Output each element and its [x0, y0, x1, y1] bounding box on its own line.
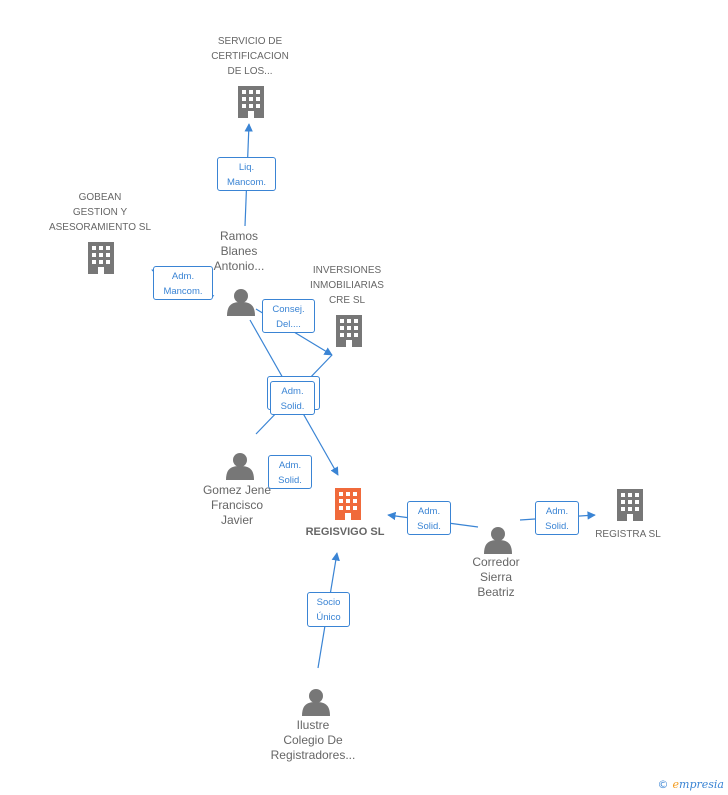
relation-adm-solid-stacked[interactable]: Adm. Solid. — [270, 381, 315, 415]
relation-socio-unico[interactable]: Socio Único — [307, 592, 350, 627]
node-label-ramos[interactable]: Ramos Blanes Antonio... — [213, 229, 265, 273]
empresia-watermark: ©empresia — [657, 778, 724, 791]
relation-adm-solid-corredor-regisvigo[interactable]: Adm. Solid. — [407, 501, 451, 535]
node-label-servicio[interactable]: SERVICIO DE CERTIFICACION DE LOS... — [211, 36, 289, 77]
building-icon[interactable] — [336, 315, 362, 347]
person-icon[interactable] — [226, 453, 254, 480]
node-label-corredor[interactable]: Corredor Sierra Beatriz — [472, 555, 520, 599]
node-label-registra[interactable]: REGISTRA SL — [595, 529, 661, 540]
building-icon[interactable] — [617, 489, 643, 521]
relation-adm-solid-corredor-registra[interactable]: Adm. Solid. — [535, 501, 579, 535]
node-label-regisvigo[interactable]: REGISVIGO SL — [305, 526, 385, 538]
building-icon[interactable] — [238, 86, 264, 118]
relation-liq-mancom[interactable]: Liq. Mancom. — [217, 157, 276, 191]
person-icon[interactable] — [227, 289, 255, 316]
relation-consej-del[interactable]: Consej. Del.... — [262, 299, 315, 333]
node-label-gobean[interactable]: GOBEAN GESTION Y ASESORAMIENTO SL — [48, 192, 152, 233]
person-icon[interactable] — [484, 527, 512, 554]
node-label-ilustre[interactable]: Ilustre Colegio De Registradores... — [270, 718, 356, 762]
node-label-inversiones[interactable]: INVERSIONES INMOBILIARIAS CRE SL — [310, 265, 384, 306]
copyright-icon: © — [657, 778, 669, 791]
building-icon[interactable] — [88, 242, 114, 274]
node-label-gomez[interactable]: Gomez Jene Francisco Javier — [202, 483, 272, 527]
center-building-icon[interactable] — [335, 488, 361, 520]
relation-adm-solid-gomez[interactable]: Adm. Solid. — [268, 455, 312, 489]
person-icon[interactable] — [302, 689, 330, 716]
relation-adm-mancom[interactable]: Adm. Mancom. — [153, 266, 213, 300]
